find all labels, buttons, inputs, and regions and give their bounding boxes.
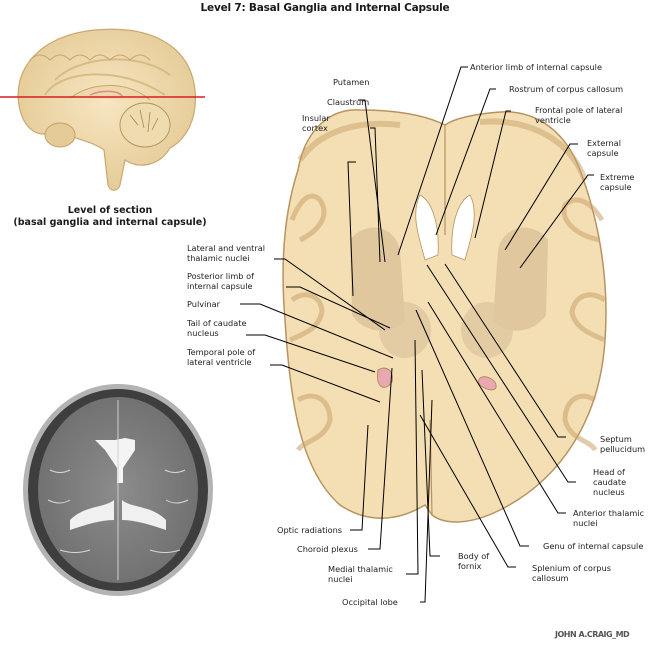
label-tail-caudate: Tail of caudate nucleus [187,318,246,338]
label-frontal-pole: Frontal pole of lateral ventricle [535,105,622,125]
label-line: nuclei [573,518,598,528]
label-line: cortex [302,123,328,133]
label-posterior-limb: Posterior limb of internal capsule [187,271,254,291]
label-splenium: Splenium of corpus callosum [532,563,611,583]
label-occipital-lobe: Occipital lobe [342,597,398,607]
mri-image [23,384,213,596]
figure-title: Level 7: Basal Ganglia and Internal Caps… [200,2,450,14]
label-lateral-ventral-thalamic: Lateral and ventral thalamic nuclei [187,243,265,263]
caption-line-1: Level of section [67,205,153,216]
label-line: Temporal pole of [187,347,256,357]
label-putamen: Putamen [333,77,370,87]
sagittal-brain-inset [0,28,205,191]
label-body-fornix: Body of fornix [458,551,489,571]
label-line: nucleus [593,487,625,497]
label-extreme-capsule: Extreme capsule [600,172,634,192]
label-line: ventricle [535,115,571,125]
label-line: pellucidum [600,444,646,454]
label-line: Posterior limb of [187,271,255,281]
label-rostrum: Rostrum of corpus callosum [509,84,624,94]
label-line: Medial thalamic [328,564,393,574]
label-head-caudate: Head of caudate nucleus [593,467,626,497]
label-line: thalamic nuclei [187,253,250,263]
label-line: lateral ventricle [187,357,252,367]
label-line: caudate [593,477,627,487]
label-line: Tail of caudate [187,318,247,328]
leader-lines [240,66,594,603]
artist-signature: JOHN A.CRAIG_MD [555,630,630,639]
label-line: Insular [302,113,330,123]
inset-caption: Level of section (basal ganglia and inte… [0,205,220,229]
label-medial-thalamic: Medial thalamic nuclei [328,564,393,584]
label-line: Lateral and ventral [187,243,266,253]
label-septum-pellucidum: Septum pellucidum [600,434,645,454]
label-anterior-thalamic: Anterior thalamic nuclei [573,508,644,528]
label-claustrum: Claustrum [327,97,370,107]
label-line: Head of [593,467,625,477]
label-line: Septum [600,434,632,444]
axial-section-illustration [282,109,607,523]
label-optic-radiations: Optic radiations [277,525,343,535]
label-choroid-plexus: Choroid plexus [297,544,358,554]
label-temporal-pole: Temporal pole of lateral ventricle [187,347,255,367]
caption-line-2: (basal ganglia and internal capsule) [13,217,207,228]
label-line: nuclei [328,574,353,584]
label-line: capsule [600,182,632,192]
label-insular-cortex: Insular cortex [302,113,330,133]
label-line: Body of [458,551,490,561]
label-anterior-limb: Anterior limb of internal capsule [470,62,602,72]
label-line: Frontal pole of lateral [535,105,623,115]
label-line: Splenium of corpus [532,563,611,573]
label-external-capsule: External capsule [587,138,621,158]
label-line: nucleus [187,328,219,338]
label-line: capsule [587,148,619,158]
label-line: callosum [532,573,569,583]
label-pulvinar: Pulvinar [187,299,220,309]
label-line: Extreme [600,172,635,182]
label-genu: Genu of internal capsule [543,541,644,551]
label-line: fornix [458,561,482,571]
label-line: Anterior thalamic [573,508,645,518]
label-line: External [587,138,621,148]
label-line: internal capsule [187,281,253,291]
